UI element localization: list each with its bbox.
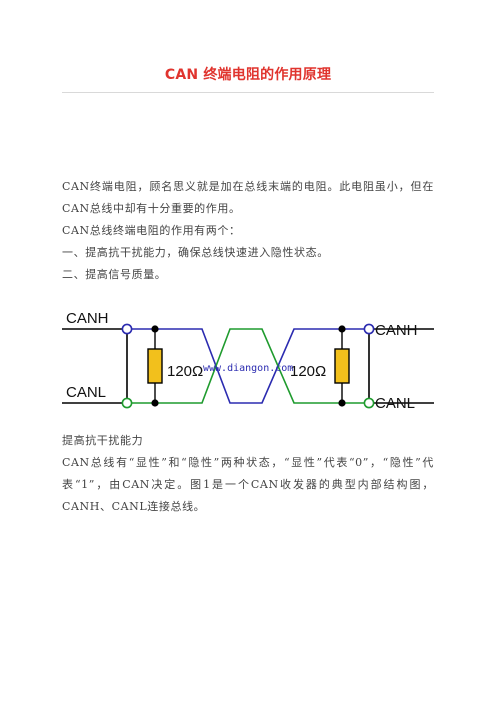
left-bottom-junction bbox=[151, 399, 159, 407]
left-canh-terminal bbox=[121, 323, 133, 335]
title-divider bbox=[62, 92, 434, 93]
intro-paragraph: CAN终端电阻，顾名思义就是加在总线末端的电阻。此电阻虽小，但在CAN总线中却有… bbox=[62, 180, 434, 215]
can-bus-diagram-svg: CANH CANL CANH CANL 120Ω 120Ω www.diango… bbox=[62, 310, 434, 412]
right-resistor-label: 120Ω bbox=[290, 363, 326, 380]
right-canl-label: CANL bbox=[375, 395, 415, 412]
purpose-one: 一、提高抗干扰能力，确保总线快速进入隐性状态。 bbox=[62, 246, 329, 259]
watermark-text: www.diangon.com bbox=[203, 363, 293, 374]
left-canl-label: CANL bbox=[66, 384, 106, 401]
left-node-frame bbox=[62, 328, 128, 404]
canh-wire bbox=[127, 328, 369, 404]
page-title: CAN 终端电阻的作用原理 bbox=[164, 67, 332, 83]
right-canl-terminal bbox=[363, 397, 375, 409]
can-bus-diagram: CANH CANL CANH CANL 120Ω 120Ω www.diango… bbox=[62, 296, 434, 428]
section-heading: 提高抗干扰能力 bbox=[62, 434, 144, 447]
left-canh-label: CANH bbox=[66, 310, 109, 327]
right-canh-label: CANH bbox=[375, 322, 418, 339]
left-canl-terminal bbox=[121, 397, 133, 409]
right-canh-terminal bbox=[363, 323, 375, 335]
left-resistor bbox=[147, 348, 163, 384]
right-top-junction bbox=[338, 325, 346, 333]
section-paragraph: CAN总线有“显性”和“隐性”两种状态，“显性”代表“0”，“隐性”代表“1”，… bbox=[62, 456, 434, 513]
right-node-frame bbox=[368, 328, 434, 404]
purpose-two: 二、提高信号质量。 bbox=[62, 268, 167, 281]
purpose-intro: CAN总线终端电阻的作用有两个： bbox=[62, 224, 241, 237]
right-bottom-junction bbox=[338, 399, 346, 407]
canl-wire bbox=[127, 328, 369, 404]
right-resistor bbox=[334, 348, 350, 384]
left-resistor-label: 120Ω bbox=[167, 363, 203, 380]
left-top-junction bbox=[151, 325, 159, 333]
